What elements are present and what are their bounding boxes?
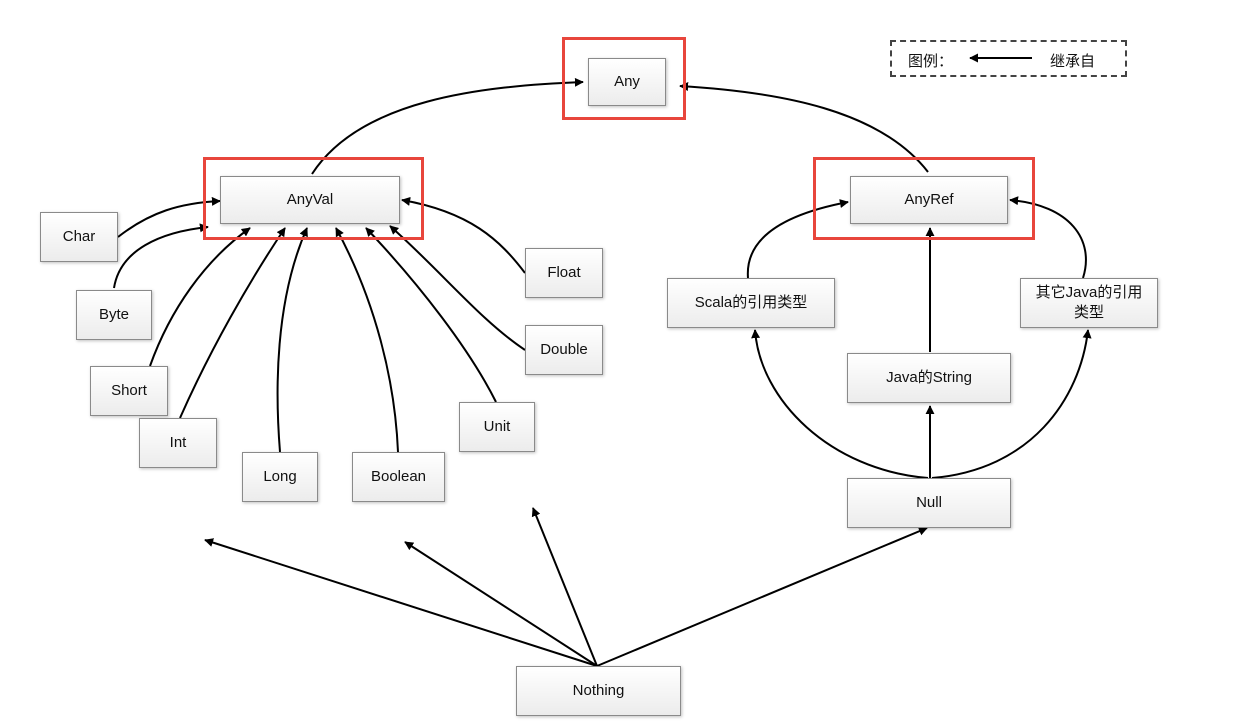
edge-boolean-anyval	[335, 227, 399, 453]
node-long: Long	[242, 452, 318, 502]
highlight-anyref	[813, 157, 1035, 240]
highlight-anyval	[203, 157, 424, 240]
edge-null-otherjava	[931, 329, 1092, 479]
edge-long-anyval	[276, 227, 308, 453]
edge-anyval-any	[311, 77, 584, 175]
edge-nothing-left3	[531, 507, 598, 667]
node-null: Null	[847, 478, 1011, 528]
edge-null-scalaref	[751, 329, 929, 479]
node-char: Char	[40, 212, 118, 262]
highlight-any	[562, 37, 686, 120]
node-other-java-ref: 其它Java的引用类型	[1020, 278, 1158, 328]
node-float: Float	[525, 248, 603, 298]
node-double: Double	[525, 325, 603, 375]
edge-scalaref-anyref	[746, 199, 849, 279]
edge-double-anyval	[389, 225, 526, 351]
edge-anyref-any	[679, 81, 929, 173]
edge-short-anyval	[149, 227, 251, 367]
node-unit: Unit	[459, 402, 535, 452]
node-short: Short	[90, 366, 168, 416]
node-anyref: AnyRef	[850, 176, 1008, 224]
node-byte: Byte	[76, 290, 152, 340]
node-any: Any	[588, 58, 666, 106]
node-nothing: Nothing	[516, 666, 681, 716]
node-java-string: Java的String	[847, 353, 1011, 403]
edge-byte-anyval	[113, 223, 209, 289]
edge-char-anyval	[117, 196, 221, 238]
node-int: Int	[139, 418, 217, 468]
edge-nothing-left1	[204, 538, 598, 667]
legend: 图例： 继承自	[890, 40, 1127, 77]
legend-label: 图例：	[908, 53, 954, 70]
edge-otherjava-anyref	[1009, 196, 1087, 279]
node-anyval: AnyVal	[220, 176, 400, 224]
edge-nothing-null	[596, 526, 928, 667]
edge-int-anyval	[179, 227, 286, 419]
legend-meaning: 继承自	[1050, 53, 1096, 70]
node-scala-ref: Scala的引用类型	[667, 278, 835, 328]
edge-nothing-left2	[404, 541, 598, 667]
node-boolean: Boolean	[352, 452, 445, 502]
edge-unit-anyval	[365, 227, 497, 403]
